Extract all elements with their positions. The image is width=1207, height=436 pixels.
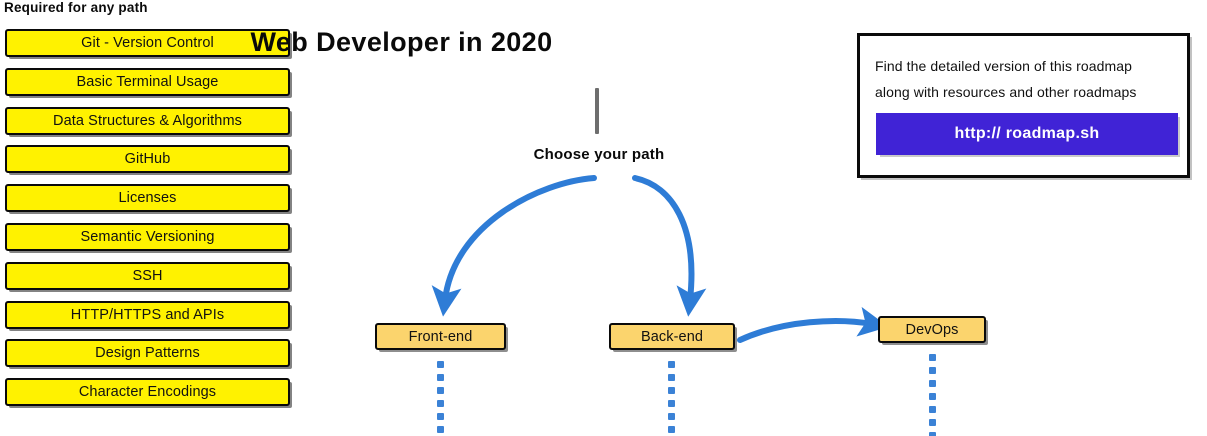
- dot: [437, 400, 444, 407]
- dot: [929, 432, 936, 436]
- dot: [929, 419, 936, 426]
- dot: [668, 426, 675, 433]
- path-box-back-end[interactable]: Back-end: [609, 323, 735, 350]
- required-skill-label: GitHub: [124, 151, 171, 168]
- dot: [668, 387, 675, 394]
- required-skill-label: Licenses: [118, 190, 177, 207]
- required-skill-label: Basic Terminal Usage: [76, 73, 219, 90]
- dot: [437, 387, 444, 394]
- required-skill-label: Git - Version Control: [81, 35, 214, 51]
- dot: [668, 361, 675, 368]
- path-box-front-end-label: Front-end: [408, 328, 473, 345]
- roadmap-link-button-label: http:// roadmap.sh: [954, 125, 1100, 142]
- required-skill-label: SSH: [132, 267, 163, 284]
- dot: [668, 400, 675, 407]
- info-panel-line-2: along with resources and other roadmaps: [875, 84, 1137, 100]
- path-box-devops-label: DevOps: [905, 321, 959, 338]
- dotted-line-back-end: [668, 361, 675, 436]
- dot: [437, 361, 444, 368]
- required-skill-item[interactable]: Character Encodings: [5, 378, 290, 407]
- page-title-text: Web Developer in 2020: [250, 27, 553, 57]
- required-skills-list: Git - Version Control Basic Terminal Usa…: [5, 29, 290, 417]
- required-skill-item[interactable]: Design Patterns: [5, 339, 290, 368]
- title-connector-line: [595, 88, 599, 134]
- roadmap-link-button[interactable]: http:// roadmap.sh: [876, 113, 1178, 155]
- dot: [668, 413, 675, 420]
- dotted-line-devops: [929, 354, 936, 436]
- required-skill-label: Semantic Versioning: [80, 228, 215, 245]
- dot: [929, 367, 936, 374]
- path-box-devops[interactable]: DevOps: [878, 316, 986, 343]
- required-skill-item[interactable]: Data Structures & Algorithms: [5, 106, 290, 135]
- required-skill-label: HTTP/HTTPS and APIs: [70, 306, 225, 323]
- arrow-to-back-end: [632, 175, 707, 317]
- required-skill-item[interactable]: Git - Version Control: [5, 29, 290, 57]
- required-skill-item[interactable]: GitHub: [5, 145, 290, 174]
- dot: [668, 374, 675, 381]
- choose-your-path-label: Choose your path: [533, 146, 665, 163]
- dot: [437, 426, 444, 433]
- dot: [437, 374, 444, 381]
- info-panel: Find the detailed version of this roadma…: [857, 33, 1190, 178]
- info-panel-line-1: Find the detailed version of this roadma…: [875, 58, 1133, 74]
- required-skill-item[interactable]: HTTP/HTTPS and APIs: [5, 300, 290, 329]
- arrow-to-front-end: [431, 175, 597, 317]
- dotted-line-front-end: [437, 361, 444, 436]
- arrow-back-end-to-devops: [737, 306, 889, 343]
- dot: [929, 380, 936, 387]
- dot: [929, 406, 936, 413]
- required-skill-item[interactable]: Licenses: [5, 184, 290, 213]
- required-section-heading: Required for any path: [4, 0, 148, 15]
- path-box-front-end[interactable]: Front-end: [375, 323, 506, 350]
- dot: [929, 354, 936, 361]
- required-skill-item[interactable]: Basic Terminal Usage: [5, 67, 290, 96]
- required-skill-label: Design Patterns: [95, 345, 200, 362]
- required-skill-item[interactable]: Semantic Versioning: [5, 222, 290, 251]
- dot: [437, 413, 444, 420]
- path-box-back-end-label: Back-end: [640, 328, 704, 345]
- required-skill-label: Data Structures & Algorithms: [53, 112, 242, 129]
- dot: [929, 393, 936, 400]
- required-skill-label: Character Encodings: [78, 384, 217, 401]
- branch-arrows-group: [431, 175, 889, 343]
- required-skill-item[interactable]: SSH: [5, 261, 290, 290]
